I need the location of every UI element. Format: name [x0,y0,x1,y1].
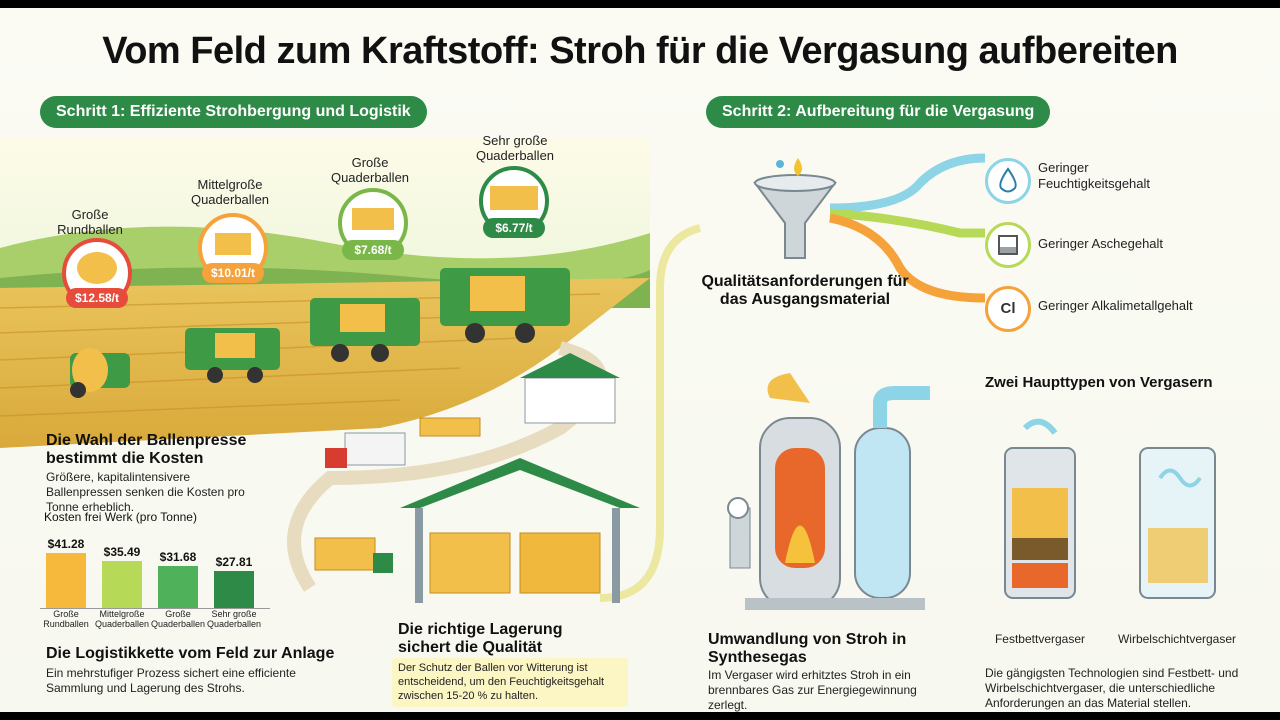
requirement-text: Geringer Feuchtigkeitsgehalt [1038,160,1151,191]
bar-value-label: $31.68 [159,549,197,564]
cost-chart: Kosten frei Werk (pro Tonne) $41.28 $35.4… [40,510,270,638]
water-drop-icon [985,158,1031,204]
bar-category-label: Große Quaderballen [150,609,206,629]
price-label: $10.01/t [210,266,256,280]
chart-bar [46,552,86,608]
ash-container-icon [985,222,1031,268]
gasifier-type-label: Festbettvergaser [994,632,1086,646]
storage-barn-illustration [400,353,640,603]
baler-tractors-illustration [70,268,570,398]
gasifier-type-label: Wirbelschichtvergaser [1117,632,1237,646]
storage-heading: Die richtige Lagerung sichert die Qualit… [398,621,563,657]
gasifier-illustration [727,373,930,610]
types-text: Die gängigsten Technologien sind Festbet… [985,666,1239,710]
page-title: Vom Feld zum Kraftstoff: Stroh für die V… [102,30,1178,72]
conversion-text: Im Vergaser wird erhitztes Stroh in ein … [708,668,917,712]
fixed-bed-gasifier-illustration [1004,418,1076,599]
logistics-heading: Die Logistikkette vom Feld zur Anlage [46,645,335,662]
baler-name: Große Rundballen [57,207,123,237]
truck-illustration [314,417,481,573]
fluidized-bed-gasifier-illustration [1139,447,1216,599]
step1-label: Schritt 1: Effiziente Strohbergung und L… [40,96,427,128]
bar-category-label: Sehr große Quaderballen [206,609,262,629]
chlorine-symbol: Cl [1000,300,1016,317]
storage-text: Der Schutz der Ballen vor Witterung ist … [392,658,628,708]
chart-bar [214,570,254,608]
price-label: $6.77/t [495,221,533,235]
types-heading: Zwei Haupttypen von Vergasern [985,374,1213,391]
chart-bar [102,560,142,608]
bar-value-label: $35.49 [103,544,141,559]
conversion-heading: Umwandlung von Stroh in Synthesegas [708,631,907,667]
requirement-text: Geringer Alkalimetallgehalt [1038,298,1193,313]
price-label: $7.68/t [354,243,392,257]
baler-name: Sehr große Quaderballen [475,133,555,163]
choice-text: Größere, kapitalintensivere Ballenpresse… [46,470,245,514]
funnel-icon [753,158,837,259]
step2-label: Schritt 2: Aufbereitung für die Vergasun… [706,96,1051,128]
chart-bar [158,565,198,608]
quality-heading: Qualitätsanforderungen für das Ausgangsm… [701,273,909,309]
infographic: Vom Feld zum Kraftstoff: Stroh für die V… [0,8,1280,712]
field-scenery [0,138,1216,610]
choice-heading: Die Wahl der Ballenpresse bestimmt die K… [46,432,247,468]
logistics-text: Ein mehrstufiger Prozess sichert eine ef… [46,666,296,695]
chart-title: Kosten frei Werk (pro Tonne) [44,510,197,524]
price-label: $12.58/t [74,291,120,305]
baler-name: Mittelgroße Quaderballen [190,177,270,207]
chlorine-icon: Cl [985,286,1031,332]
bar-category-label: Mittelgroße Quaderballen [94,609,150,629]
bar-value-label: $27.81 [215,554,253,569]
baler-name: Große Quaderballen [330,155,410,185]
requirement-text: Geringer Aschegehalt [1038,236,1164,251]
bar-category-label: Große Rundballen [43,609,89,629]
bar-value-label: $41.28 [47,536,85,551]
